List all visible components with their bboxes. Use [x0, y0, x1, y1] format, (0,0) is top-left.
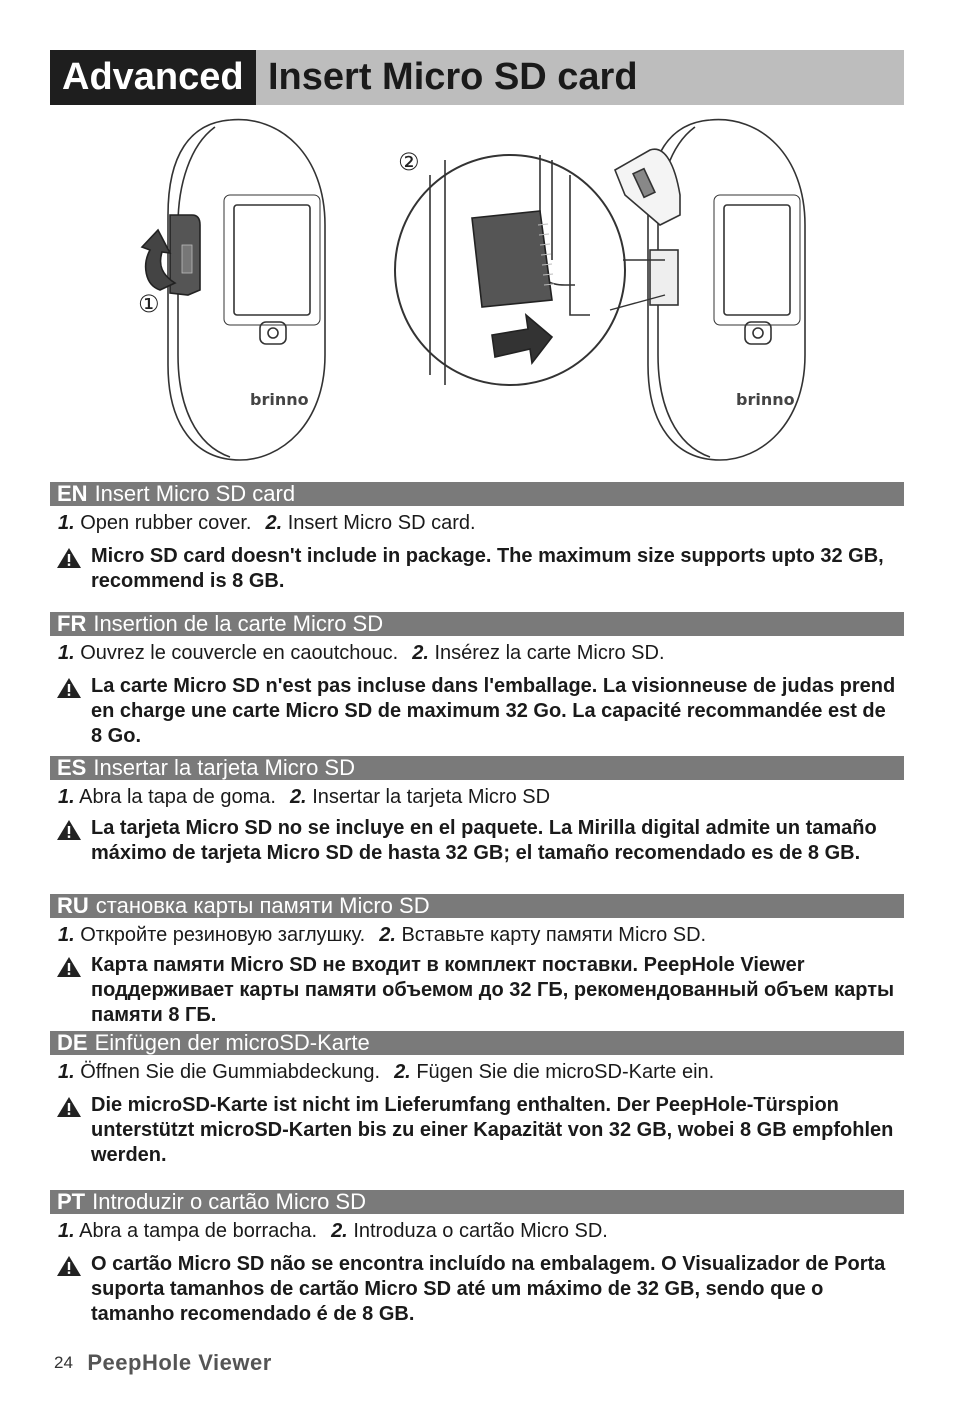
step-number: 2. — [379, 924, 396, 946]
warning-pt: O cartão Micro SD não se encontra incluí… — [56, 1252, 896, 1327]
warning-en: Micro SD card doesn't include in package… — [56, 544, 896, 594]
section-heading: Introduzir o cartão Micro SD — [92, 1190, 366, 1214]
warning-icon — [57, 820, 81, 840]
step-text: Introduza o cartão Micro SD. — [353, 1220, 608, 1242]
language-code: RU — [57, 894, 89, 918]
steps-en: 1. Open rubber cover. 2. Insert Micro SD … — [58, 511, 476, 535]
section-label: Advanced — [50, 50, 256, 105]
section-heading: Insertion de la carte Micro SD — [93, 612, 384, 636]
step-number: 2. — [331, 1220, 348, 1242]
step-number: 1. — [58, 1061, 75, 1083]
brand-wordmark: PeepHole Viewer — [87, 1350, 272, 1375]
step-number: 1. — [58, 512, 75, 534]
step-number: 1. — [58, 1220, 75, 1242]
steps-ru: 1. Откройте резиновую заглушку. 2. Вставь… — [58, 923, 706, 947]
step-text: Откройте резиновую заглушку. — [80, 924, 366, 946]
step-text: Вставьте карту памяти Micro SD. — [401, 924, 707, 946]
step-text: Abra a tampa de borracha. — [79, 1220, 318, 1242]
language-code: FR — [57, 612, 87, 636]
section-heading: Insertar la tarjeta Micro SD — [93, 756, 355, 780]
language-code: ES — [57, 756, 87, 780]
warning-text: La tarjeta Micro SD no se incluye en el … — [91, 817, 877, 864]
warning-text: Micro SD card doesn't include in package… — [91, 545, 884, 592]
warning-es: La tarjeta Micro SD no se incluye en el … — [56, 816, 896, 866]
step-number: 2. — [412, 642, 429, 664]
warning-icon — [57, 1097, 81, 1117]
sd-card-insertion-illustration: ① ② brinno brinno — [138, 118, 806, 461]
page-footer: 24 PeepHole Viewer — [54, 1350, 272, 1380]
page-title: Insert Micro SD card — [268, 56, 638, 98]
warning-text: Карта памяти Micro SD не входит в компле… — [91, 954, 895, 1026]
step-number: 2. — [289, 786, 307, 808]
language-code: DE — [57, 1031, 88, 1055]
language-code: EN — [57, 482, 88, 506]
warning-de: Die microSD-Karte ist nicht im Lieferumf… — [56, 1093, 896, 1168]
step1-marker: ① — [138, 290, 160, 318]
step-text: Insérez la carte Micro SD. — [434, 642, 665, 664]
warning-text: La carte Micro SD n'est pas incluse dans… — [91, 675, 896, 747]
brand-logo-right: brinno — [736, 390, 795, 409]
step-text: Fügen Sie die microSD-Karte ein. — [416, 1061, 715, 1083]
step-text: Öffnen Sie die Gummiabdeckung. — [80, 1061, 381, 1083]
step-text: Open rubber cover. — [80, 512, 252, 534]
warning-icon — [57, 548, 81, 568]
step-text: Ouvrez le couvercle en caoutchouc. — [80, 642, 399, 664]
steps-es: 1. Abra la tapa de goma. 2. Insertar la t… — [58, 785, 550, 809]
warning-fr: La carte Micro SD n'est pas incluse dans… — [56, 674, 896, 749]
warning-text: Die microSD-Karte ist nicht im Lieferumf… — [91, 1094, 894, 1166]
page-number: 24 — [54, 1353, 73, 1372]
step-number: 1. — [58, 924, 75, 946]
warning-icon — [57, 1256, 81, 1276]
language-code: PT — [57, 1190, 86, 1214]
steps-de: 1. Öffnen Sie die Gummiabdeckung. 2. Füge… — [58, 1060, 714, 1084]
brand-logo-left: brinno — [250, 390, 309, 409]
section-heading: становка карты памяти Micro SD — [95, 894, 430, 918]
warning-icon — [57, 957, 81, 977]
step-number: 1. — [58, 786, 75, 808]
step-text: Insertar la tarjeta Micro SD — [312, 786, 551, 808]
title-bar: Advanced Insert Micro SD card — [50, 50, 904, 105]
step-number: 2. — [265, 512, 283, 534]
warning-text: O cartão Micro SD não se encontra incluí… — [91, 1253, 886, 1325]
steps-fr: 1. Ouvrez le couvercle en caoutchouc.2. … — [58, 641, 665, 665]
warning-ru: Карта памяти Micro SD не входит в компле… — [56, 953, 896, 1028]
step-text: Abra la tapa de goma. — [79, 786, 276, 808]
step-number: 2. — [394, 1061, 411, 1083]
section-heading: Einfügen der microSD-Karte — [94, 1031, 370, 1055]
step-number: 1. — [58, 642, 75, 664]
step2-marker: ② — [398, 148, 420, 176]
step-text: Insert Micro SD card. — [287, 512, 476, 534]
steps-pt: 1. Abra a tampa de borracha. 2. Introduza… — [58, 1219, 608, 1243]
section-heading: Insert Micro SD card — [94, 482, 296, 506]
warning-icon — [57, 678, 81, 698]
